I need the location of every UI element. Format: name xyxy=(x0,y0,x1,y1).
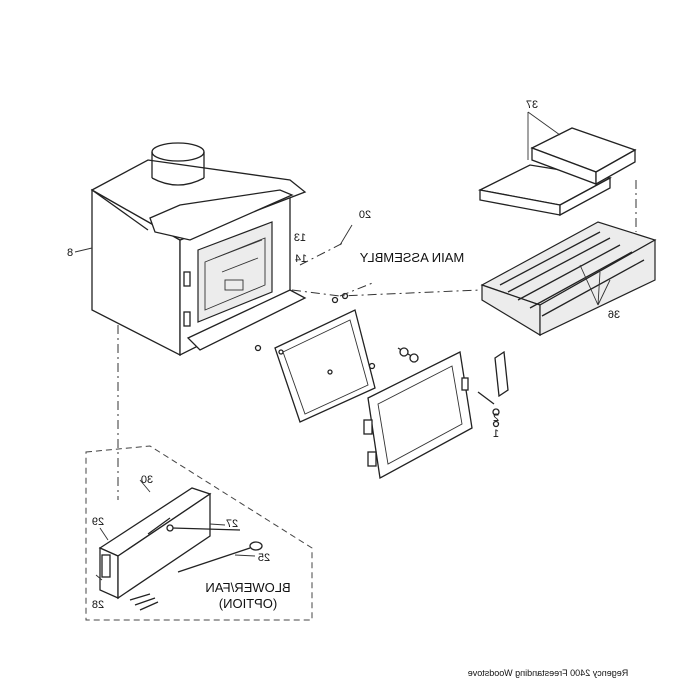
firebrick-tubes xyxy=(480,221,657,337)
glass-panel xyxy=(274,309,376,423)
label-part-25: 25 xyxy=(258,552,270,564)
label-part-20: 20 xyxy=(359,209,371,221)
label-part-2: 2 xyxy=(493,412,499,424)
main-assembly-label: MAIN ASSEMBLY xyxy=(359,250,464,265)
stove-body xyxy=(90,142,307,357)
blower-option-area xyxy=(85,445,313,621)
door-handle-parts xyxy=(397,347,509,428)
label-part-14: 14 xyxy=(295,253,307,265)
label-part-28: 28 xyxy=(92,599,104,611)
label-part-13: 13 xyxy=(294,232,306,244)
diagram-caption: Regency 2400 Freestanding Woodstove xyxy=(468,668,628,678)
label-part-37: 37 xyxy=(526,99,538,111)
baffle-boards xyxy=(477,127,637,217)
blower-option-label: (OPTION) xyxy=(219,596,278,611)
label-part-29: 29 xyxy=(92,516,104,528)
label-part-27: 27 xyxy=(226,518,238,530)
blower-fan-label: BLOWER/FAN xyxy=(205,580,290,595)
label-part-8: 8 xyxy=(67,247,73,259)
label-part-36: 36 xyxy=(608,309,620,321)
label-part-1: 1 xyxy=(493,428,499,440)
part-labels: 8 13 14 20 37 36 2 1 30 29 27 25 28 MAIN… xyxy=(67,99,620,611)
door-frame xyxy=(363,351,473,480)
label-part-30: 30 xyxy=(141,474,153,486)
hardware-bits xyxy=(254,292,376,375)
assembly-lines xyxy=(74,111,637,581)
